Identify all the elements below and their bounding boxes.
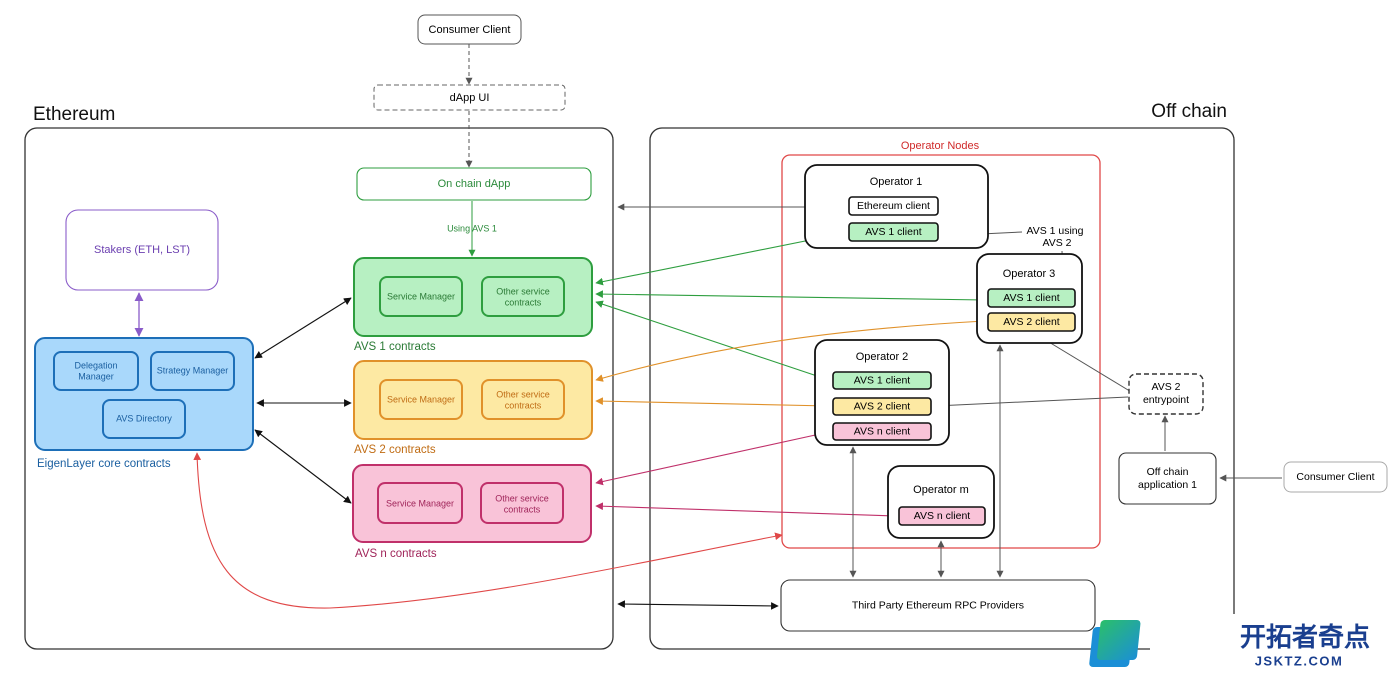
avs2-other-line1: Other service	[496, 389, 550, 399]
arrow-avs2-op3	[595, 317, 986, 382]
avs2-caption: AVS 2 contracts	[354, 444, 436, 456]
operator-2-avs2-client	[832, 397, 932, 416]
avs2-entrypoint-line1: AVS 2	[1152, 381, 1181, 393]
operator-2: Operator 2 AVS 1 client AVS 2 client AVS…	[814, 339, 950, 446]
using-avs1-label: Using AVS 1	[447, 223, 497, 233]
dapp-ui-label: dApp UI	[450, 92, 490, 104]
arrow-eigen-avsn	[254, 429, 352, 504]
eigenlayer-caption: EigenLayer core contracts	[37, 458, 171, 470]
avs1-other-line1: Other service	[496, 286, 550, 296]
avsn-service-manager-label: Service Manager	[386, 498, 454, 508]
brand-name: 开拓者奇点	[1240, 622, 1370, 652]
offchain-app-line1: Off chain	[1147, 466, 1189, 478]
arrow-avs1-op3	[595, 290, 986, 304]
operator-2-title: Operator 2	[856, 351, 909, 363]
avs-directory-label: AVS Directory	[116, 413, 172, 423]
operator-2-avsn-client	[832, 422, 932, 441]
operator-2-avsn-client-label: AVS n client	[854, 425, 910, 437]
arrow-avs1-op2	[595, 300, 830, 382]
ethereum-region-title: Ethereum	[33, 104, 115, 125]
offchain-region: Off chain	[649, 101, 1235, 650]
delegation-manager-box	[53, 351, 139, 391]
operator-3-avs2-client	[987, 312, 1076, 332]
arrow-eigen-avs1	[254, 297, 352, 359]
operator-2-avs1-client	[832, 371, 932, 390]
avsn-caption: AVS n contracts	[355, 548, 437, 560]
operator-1-ethereum-client	[848, 196, 939, 216]
strategy-manager-label: Strategy Manager	[157, 365, 229, 375]
delegation-manager-line2: Manager	[78, 371, 114, 381]
avs1-other-line2: contracts	[505, 297, 542, 307]
operator-2-avs2-client-label: AVS 2 client	[854, 400, 910, 412]
operator-nodes-title: Operator Nodes	[901, 140, 980, 152]
operator-1-avs1-client	[848, 222, 939, 242]
arrow-avs1-op1	[595, 230, 846, 286]
connectors	[134, 44, 1282, 610]
operator-1: Operator 1 Ethereum client AVS 1 client	[804, 164, 989, 249]
avs2-other-line2: contracts	[505, 400, 542, 410]
avs2-contracts: Service Manager Other service contracts …	[353, 360, 593, 456]
avs1-caption: AVS 1 contracts	[354, 341, 436, 353]
offchain-app-line2: application 1	[1138, 479, 1197, 491]
consumer-client-top-label: Consumer Client	[429, 24, 511, 36]
avsn-other-line1: Other service	[495, 493, 549, 503]
stakers-box: Stakers (ETH, LST)	[65, 209, 219, 291]
watermark: B 开拓者奇点 JSKTZ.COM	[1089, 614, 1400, 676]
avs1-using-avs2-line1: AVS 1 using	[1026, 225, 1083, 237]
operator-m-title: Operator m	[913, 484, 969, 496]
brand-domain: JSKTZ.COM	[1255, 653, 1344, 668]
brand-logo-letter: B	[1172, 624, 1194, 657]
avs1-other-contracts-box	[481, 276, 565, 317]
arrow-avsn-op2	[595, 429, 830, 486]
avs2-entrypoint-line2: entrypoint	[1143, 394, 1189, 406]
brand-logo-icon: B	[1089, 620, 1194, 667]
strategy-manager-box	[150, 351, 235, 391]
offchain-application-1: Off chain application 1	[1118, 452, 1217, 505]
operator-3-avs1-client-label: AVS 1 client	[1003, 292, 1059, 304]
operator-1-avs1-client-label: AVS 1 client	[865, 226, 921, 238]
avs2-service-manager-label: Service Manager	[387, 394, 455, 404]
onchain-dapp-label: On chain dApp	[438, 178, 511, 190]
arrow-avs2-op2	[595, 397, 830, 410]
operator-3-title: Operator 3	[1003, 268, 1056, 280]
operator-1-ethereum-client-label: Ethereum client	[857, 200, 930, 212]
avs1-service-manager-box	[379, 276, 463, 317]
onchain-dapp: On chain dApp	[356, 167, 592, 201]
ethereum-region: Ethereum	[24, 104, 614, 650]
avs2-entrypoint: AVS 2 entrypoint	[1128, 373, 1204, 415]
operator-m: Operator m AVS n client	[887, 465, 995, 539]
avs1-service-manager-label: Service Manager	[387, 291, 455, 301]
arrow-eigen-operators	[193, 452, 783, 609]
avs1-using-avs2-line2: AVS 2	[1043, 237, 1072, 249]
consumer-client-right: Consumer Client	[1283, 461, 1388, 493]
avs2-service-manager-box	[379, 379, 463, 420]
arrow-entrypoint-to-op2	[934, 396, 1129, 410]
delegation-manager-line1: Delegation	[74, 360, 117, 370]
avs2-other-contracts-box	[481, 379, 565, 420]
operator-3-avs1-client	[987, 288, 1076, 308]
arrow-avsn-opm	[595, 502, 897, 520]
avsn-contracts: Service Manager Other service contracts …	[352, 464, 592, 560]
operator-2-avs1-client-label: AVS 1 client	[854, 374, 910, 386]
offchain-region-title: Off chain	[1151, 101, 1227, 122]
consumer-client-top: Consumer Client	[417, 14, 522, 45]
arrow-ethereum-rpc	[617, 600, 779, 610]
operator-3-avs2-client-label: AVS 2 client	[1003, 316, 1059, 328]
avsn-other-line2: contracts	[504, 504, 541, 514]
dapp-ui: dApp UI	[373, 84, 566, 111]
stakers-label: Stakers (ETH, LST)	[94, 244, 190, 256]
avs1-contracts: Service Manager Other service contracts …	[353, 257, 593, 353]
avsn-service-manager-box	[377, 482, 463, 524]
rpc-providers: Third Party Ethereum RPC Providers	[780, 579, 1096, 632]
avs-directory-box	[102, 399, 186, 439]
operator-m-avsn-client	[898, 506, 986, 526]
consumer-client-right-label: Consumer Client	[1296, 471, 1374, 483]
eigenlayer-core-contracts: Delegation Manager Strategy Manager AVS …	[34, 337, 254, 470]
operator-3: Operator 3 AVS 1 client AVS 2 client	[976, 253, 1083, 344]
operator-1-title: Operator 1	[870, 176, 923, 188]
avsn-other-contracts-box	[480, 482, 564, 524]
rpc-providers-label: Third Party Ethereum RPC Providers	[852, 599, 1024, 611]
operator-m-avsn-client-label: AVS n client	[914, 510, 970, 522]
